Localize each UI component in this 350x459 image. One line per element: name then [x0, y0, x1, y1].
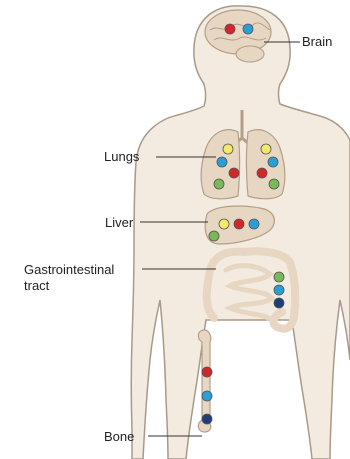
brain-marker-dot-blue: [243, 24, 253, 34]
lungs-marker-dot-yellow: [261, 144, 271, 154]
bone-marker-dot-blue: [202, 391, 212, 401]
brain-shape: [205, 10, 271, 54]
liver-marker-dot-green: [209, 231, 219, 241]
liver-marker-dot-blue: [249, 219, 259, 229]
bone-label: Bone: [104, 429, 134, 444]
gi-marker-dot-green: [274, 272, 284, 282]
lungs-marker-dot-red: [257, 168, 267, 178]
gi-label-line2: tract: [24, 278, 50, 293]
bone-marker-dot-red: [202, 367, 212, 377]
gi-label-line1: Gastrointestinal: [24, 262, 114, 277]
gi-marker-dot-blue: [274, 285, 284, 295]
lungs-marker-dot-yellow: [223, 144, 233, 154]
liver-marker-dot-red: [234, 219, 244, 229]
lungs-marker-dot-green: [269, 179, 279, 189]
liver-label: Liver: [105, 215, 134, 230]
lungs-marker-dot-green: [214, 179, 224, 189]
cerebellum-shape: [236, 46, 264, 62]
liver-marker-dot-yellow: [219, 219, 229, 229]
lungs-marker-dot-blue: [217, 157, 227, 167]
brain-label: Brain: [302, 34, 332, 49]
lungs-marker-dot-blue: [268, 157, 278, 167]
lungs-label: Lungs: [104, 149, 140, 164]
brain-marker-dot-red: [225, 24, 235, 34]
bone-marker-dot-navy: [202, 414, 212, 424]
gi-marker-dot-navy: [274, 298, 284, 308]
lungs-marker-dot-red: [229, 168, 239, 178]
